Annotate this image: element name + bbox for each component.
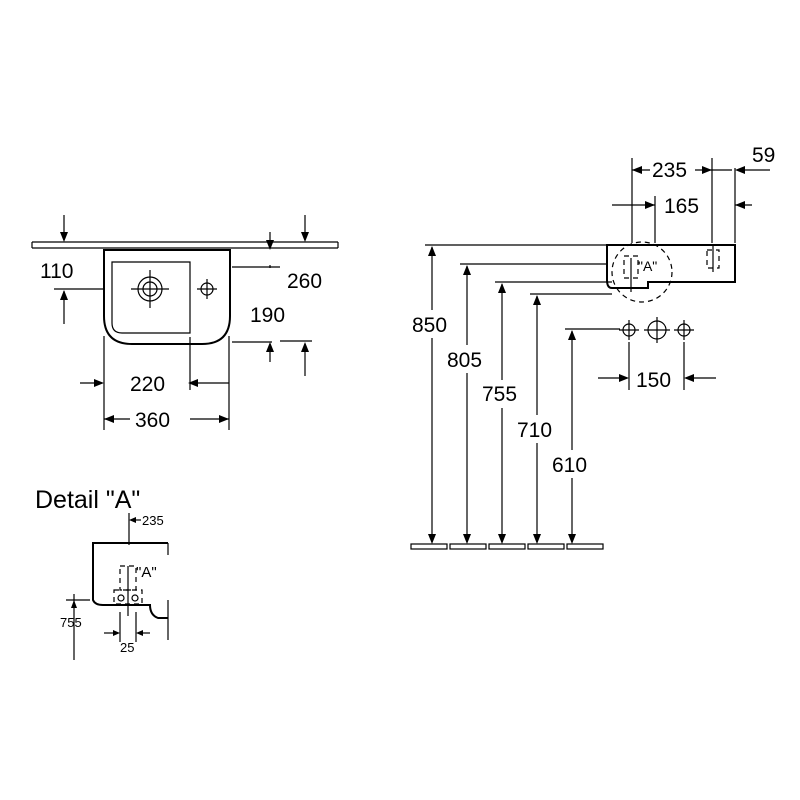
detail-755-label: 755 bbox=[60, 615, 82, 630]
detail-label-a: "A" bbox=[136, 564, 157, 581]
detail-235-label: 235 bbox=[142, 513, 164, 528]
dim-260: 260 bbox=[232, 215, 322, 293]
dim-110: 110 bbox=[40, 215, 104, 324]
height-755-label: 755 bbox=[482, 383, 517, 406]
detail-dim-235: 235 bbox=[128, 513, 164, 545]
dim-220-label: 220 bbox=[130, 373, 165, 396]
side-label-a: "A" bbox=[638, 258, 657, 274]
height-710-label: 710 bbox=[517, 419, 552, 442]
detail-trap-icon bbox=[113, 565, 143, 616]
side-view: "A" bbox=[410, 144, 775, 550]
valve-left-icon bbox=[619, 320, 639, 340]
height-805-label: 805 bbox=[447, 349, 482, 372]
dim-190: 190 bbox=[232, 304, 312, 376]
top-view: 110 260 190 bbox=[31, 215, 339, 432]
detail-dim-25: 25 bbox=[104, 612, 150, 655]
trap-icon bbox=[623, 255, 639, 292]
height-dims: 850 805 755 710 610 bbox=[410, 244, 620, 544]
detail-a: Detail "A" 235 "A" 755 bbox=[35, 486, 169, 660]
dim-165-label: 165 bbox=[664, 195, 699, 218]
dim-260-label: 260 bbox=[287, 270, 322, 293]
floor-strip bbox=[410, 543, 604, 550]
height-850-label: 850 bbox=[412, 314, 447, 337]
dim-165: 165 bbox=[612, 195, 752, 243]
dim-220: 220 bbox=[80, 336, 230, 430]
basin-side bbox=[606, 244, 736, 289]
dim-59: 59 bbox=[712, 144, 775, 243]
detail-dim-755: 755 bbox=[60, 594, 90, 660]
dim-235-top: 235 bbox=[631, 158, 713, 243]
overflow-icon bbox=[706, 246, 720, 272]
dim-110-label: 110 bbox=[40, 260, 73, 283]
detail-a-title: Detail "A" bbox=[35, 486, 140, 514]
dim-360: 360 bbox=[104, 409, 229, 432]
dim-59-label: 59 bbox=[752, 144, 775, 167]
dim-190-label: 190 bbox=[250, 304, 285, 327]
height-610-label: 610 bbox=[552, 454, 587, 477]
dim-360-label: 360 bbox=[135, 409, 170, 432]
detail-a-marker bbox=[611, 241, 673, 303]
dim-150-label: 150 bbox=[636, 369, 671, 392]
detail-25-label: 25 bbox=[120, 640, 134, 655]
dim-150: 150 bbox=[598, 342, 716, 392]
drain-icon bbox=[131, 270, 169, 308]
detail-basin bbox=[92, 542, 168, 619]
drain-outlet-icon bbox=[644, 317, 670, 343]
basin-bowl bbox=[111, 261, 191, 334]
tap-hole-icon bbox=[197, 279, 217, 299]
wall-strip bbox=[31, 241, 339, 249]
basin-outline bbox=[103, 249, 231, 345]
valve-right-icon bbox=[674, 320, 694, 340]
dim-235-label: 235 bbox=[652, 159, 687, 182]
